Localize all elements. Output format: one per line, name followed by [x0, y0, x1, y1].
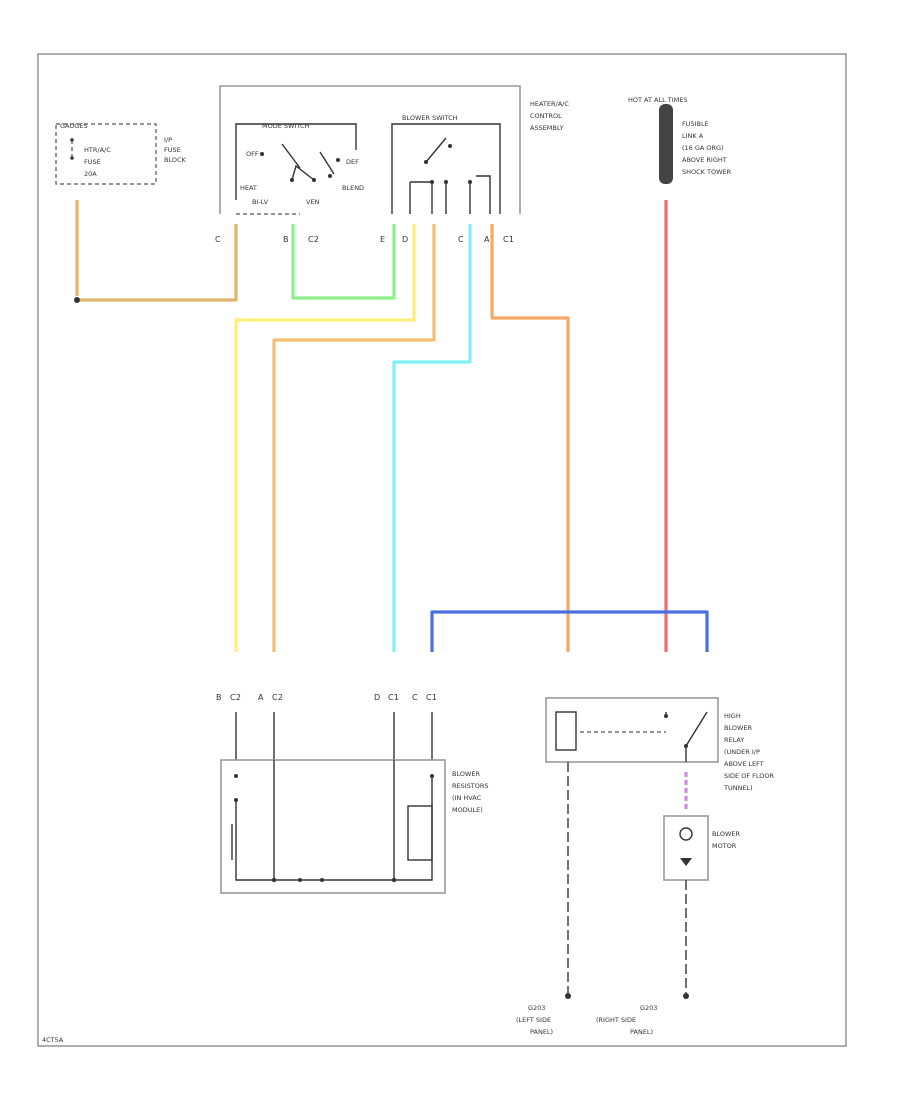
- conn-bot-2: A: [258, 693, 264, 702]
- relay-label-1: BLOWER: [724, 724, 752, 732]
- diagram-frame: [37, 53, 847, 1047]
- high-blower-relay: HIGH BLOWER RELAY (UNDER I/P ABOVE LEFT …: [545, 697, 775, 792]
- hot-label: HOT AT ALL TIMES: [628, 96, 688, 104]
- relay-label-0: HIGH: [724, 712, 741, 720]
- conn-bot-4: D: [374, 693, 380, 702]
- fuse-label-4: I/P: [164, 136, 172, 144]
- fuse-block: GAUGES HTR/A/C FUSE 20A I/P FUSE BLOCK: [55, 122, 187, 185]
- wire-yellow: [234, 224, 416, 652]
- resistor-label-1: RESISTORS: [452, 782, 489, 790]
- bottom-connectors: B C2 A C2 D C1 C C1: [216, 693, 437, 702]
- pos-bilv: BI-LV: [252, 198, 269, 206]
- control-label-0: HEATER/A/C: [530, 100, 569, 108]
- wire-cyan: [392, 224, 472, 652]
- pos-off: OFF: [246, 150, 259, 158]
- link-label-0: FUSIBLE: [682, 120, 709, 128]
- ground-right-0: G203: [640, 1004, 657, 1012]
- corner-code: 4CT5A: [42, 1036, 64, 1044]
- conn-top-0: C: [215, 235, 221, 244]
- conn-bot-6: C: [412, 693, 418, 702]
- conn-top-1: B: [283, 235, 289, 244]
- pos-blend: BLEND: [342, 184, 364, 192]
- wires: [75, 200, 709, 812]
- mode-switch-label: MODE SWITCH: [262, 122, 310, 130]
- resistor-label-2: (IN HVAC: [452, 794, 482, 802]
- wire-orange: [490, 224, 570, 652]
- ground-right-2: PANEL): [630, 1028, 653, 1036]
- fuse-label-2: FUSE: [84, 158, 101, 166]
- conn-top-2: C2: [308, 235, 319, 244]
- relay-label-5: SIDE OF FLOOR: [724, 772, 775, 780]
- link-label-3: ABOVE RIGHT: [682, 156, 727, 164]
- ground-right-1: (RIGHT SIDE: [596, 1016, 636, 1024]
- link-label-2: (16 GA ORG): [682, 144, 724, 152]
- conn-top-7: C1: [503, 235, 514, 244]
- conn-bot-1: C2: [230, 693, 241, 702]
- relay-label-3: (UNDER I/P: [724, 748, 760, 756]
- conn-top-6: A: [484, 235, 490, 244]
- pos-def: DEF: [346, 158, 359, 166]
- link-label-1: LINK A: [682, 132, 704, 140]
- conn-bot-7: C1: [426, 693, 437, 702]
- link-label-4: SHOCK TOWER: [682, 168, 732, 176]
- grounds: G203 (LEFT SIDE PANEL) G203 (RIGHT SIDE …: [516, 762, 689, 1036]
- control-label-1: CONTROL: [530, 112, 562, 120]
- control-assembly: HEATER/A/C CONTROL ASSEMBLY MODE SWITCH …: [219, 85, 569, 215]
- ground-left-dot: [565, 993, 571, 999]
- fuse-label-5: FUSE: [164, 146, 181, 154]
- relay-label-4: ABOVE LEFT: [724, 760, 764, 768]
- pos-ven: VEN: [306, 198, 320, 206]
- fuse-label-0: GAUGES: [60, 122, 88, 130]
- wire-blue: [430, 610, 709, 652]
- resistor-label-3: MODULE): [452, 806, 483, 814]
- pos-heat: HEAT: [240, 184, 257, 192]
- relay-label-2: RELAY: [724, 736, 744, 744]
- conn-bot-3: C2: [272, 693, 283, 702]
- blower-resistors: BLOWER RESISTORS (IN HVAC MODULE): [220, 712, 489, 894]
- resistor-label-0: BLOWER: [452, 770, 480, 778]
- conn-top-4: D: [402, 235, 408, 244]
- fuse-label-1: HTR/A/C: [84, 146, 111, 154]
- conn-top-3: E: [380, 235, 385, 244]
- control-label-2: ASSEMBLY: [530, 124, 564, 132]
- wire-tan: [75, 200, 238, 302]
- conn-top-5: C: [458, 235, 464, 244]
- blower-switch-label: BLOWER SWITCH: [402, 114, 458, 122]
- ground-left-1: (LEFT SIDE: [516, 1016, 551, 1024]
- conn-bot-5: C1: [388, 693, 399, 702]
- motor-label-0: BLOWER: [712, 830, 740, 838]
- wire-green: [291, 224, 396, 300]
- fuse-label-6: BLOCK: [164, 156, 187, 164]
- ground-left-0: G203: [528, 1004, 545, 1012]
- ground-left-2: PANEL): [530, 1028, 553, 1036]
- fuse-label-3: 20A: [84, 170, 97, 178]
- fuse-splice-dot: [74, 297, 80, 303]
- ground-right-dot: [683, 993, 689, 999]
- fusible-link: HOT AT ALL TIMES FUSIBLE LINK A (16 GA O…: [628, 96, 732, 184]
- wire-light-orange: [272, 224, 436, 652]
- top-connectors: C B C2 E D C A C1: [215, 235, 514, 244]
- motor-label-1: MOTOR: [712, 842, 737, 850]
- blower-motor: BLOWER MOTOR: [663, 815, 740, 881]
- conn-bot-0: B: [216, 693, 222, 702]
- relay-label-6: TUNNEL): [723, 784, 753, 792]
